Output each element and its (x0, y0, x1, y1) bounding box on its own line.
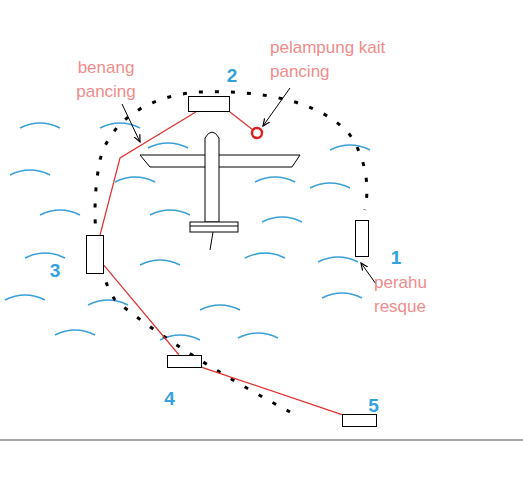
callout-label: benang pancing (66, 56, 146, 104)
wave (5, 295, 45, 300)
callout-number: 2 (227, 65, 238, 87)
wave (255, 177, 295, 182)
boat-perimeter (95, 92, 367, 412)
wave (55, 330, 95, 335)
wave (310, 183, 350, 188)
fishing-line (202, 367, 342, 414)
callout-number: 5 (368, 395, 379, 417)
wave (245, 253, 285, 258)
ground-line (0, 439, 523, 441)
wave (330, 145, 370, 150)
fishing-line (100, 112, 196, 235)
rescue-boat: 2 (188, 96, 230, 112)
wave (262, 217, 302, 222)
callout-number: 1 (391, 247, 402, 269)
wave (318, 257, 358, 262)
wave (115, 177, 155, 182)
wave (100, 123, 140, 128)
leader-arrow (361, 263, 376, 284)
rescue-boat: 1 (355, 220, 369, 257)
callout-label: perahu resque (374, 271, 444, 319)
rescue-boat: 3 (86, 235, 104, 274)
leader-arrow (122, 104, 140, 142)
wave (40, 210, 80, 215)
callout-label: pelampung kait pancing (270, 36, 390, 84)
airplane (140, 132, 300, 250)
wave (238, 333, 278, 338)
float-line (230, 112, 253, 130)
wave (25, 253, 65, 258)
fishing-line (104, 265, 179, 355)
wave (20, 123, 60, 128)
wave (140, 260, 180, 265)
wave (150, 210, 190, 215)
callout-number: 3 (50, 260, 61, 282)
callout-number: 4 (164, 388, 175, 410)
wave (148, 143, 188, 148)
wave (322, 293, 362, 298)
rescue-boat: 5 (342, 414, 377, 427)
wave (88, 300, 128, 305)
leader-arrow (263, 88, 290, 126)
rescue-boat: 4 (167, 355, 202, 368)
water-waves (5, 123, 370, 340)
wave (200, 305, 240, 310)
wave (10, 170, 50, 175)
hook-float (252, 128, 262, 138)
